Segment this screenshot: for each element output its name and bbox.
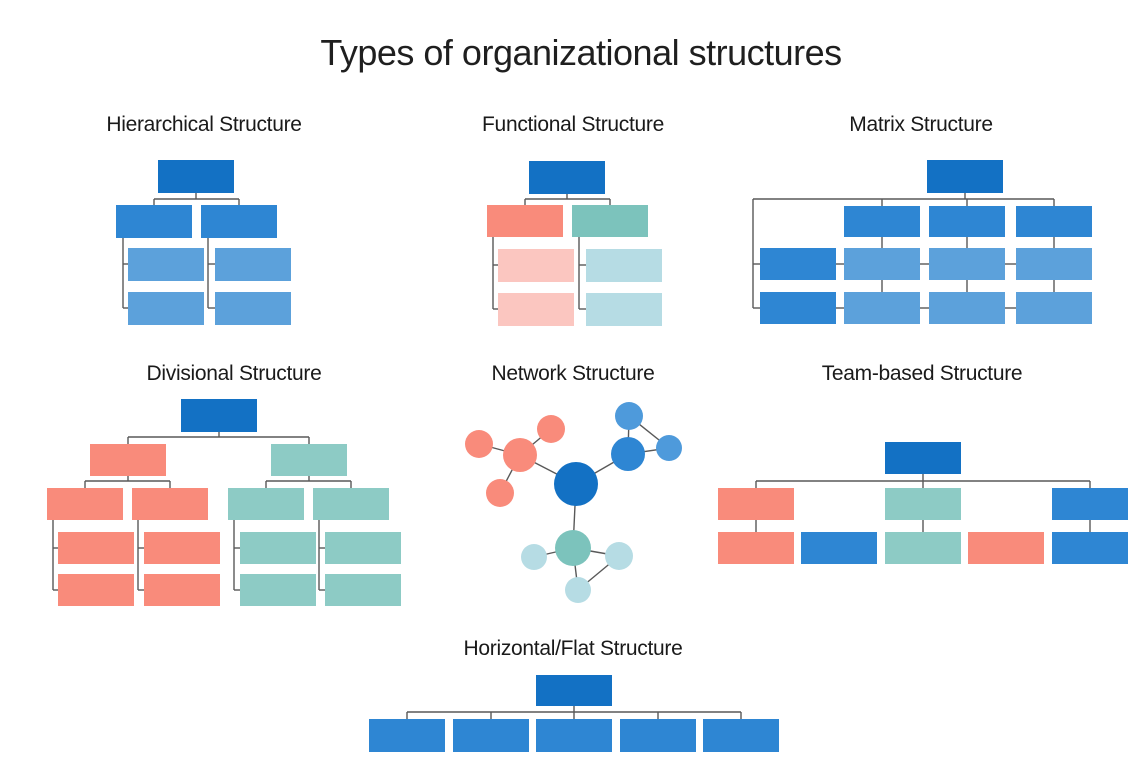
flat-box	[620, 719, 696, 752]
flat-box	[703, 719, 779, 752]
network-node-circle	[537, 415, 565, 443]
divisional-box	[271, 444, 347, 476]
hierarchical-box	[215, 248, 291, 281]
team-box	[885, 488, 961, 520]
team-box	[968, 532, 1044, 564]
flat-box	[536, 675, 612, 706]
label-divisional-structure: Divisional Structure	[146, 362, 322, 385]
matrix-box	[929, 248, 1005, 280]
matrix-box	[1016, 248, 1092, 280]
team-box	[885, 442, 961, 474]
matrix-box	[1016, 292, 1092, 324]
divisional-box	[181, 399, 257, 432]
matrix-box	[1016, 206, 1092, 237]
team-box	[718, 488, 794, 520]
network-node-circle	[486, 479, 514, 507]
matrix-box	[929, 206, 1005, 237]
divisional-box	[144, 532, 220, 564]
page-title: Types of organizational structures	[320, 32, 842, 73]
team-box	[801, 532, 877, 564]
label-network-structure: Network Structure	[491, 362, 655, 385]
matrix-box	[760, 248, 836, 280]
network-node-circle	[555, 530, 591, 566]
divisional-box	[58, 532, 134, 564]
divisional-box	[228, 488, 304, 520]
hierarchical-box	[128, 292, 204, 325]
network-node-circle	[565, 577, 591, 603]
functional-box	[529, 161, 605, 194]
hierarchical-box	[158, 160, 234, 193]
divisional-box	[325, 574, 401, 606]
network-node-circle	[656, 435, 682, 461]
label-functional-structure: Functional Structure	[482, 113, 664, 136]
divisional-box	[144, 574, 220, 606]
label-team-based-structure: Team-based Structure	[821, 362, 1023, 385]
divisional-box	[132, 488, 208, 520]
functional-box	[487, 205, 563, 237]
matrix-box	[844, 206, 920, 237]
label-horizontal-flat-structure: Horizontal/Flat Structure	[463, 637, 683, 660]
matrix-box	[929, 292, 1005, 324]
network-node-circle	[521, 544, 547, 570]
network-node-circle	[611, 437, 645, 471]
label-hierarchical-structure: Hierarchical Structure	[106, 113, 302, 136]
flat-box	[453, 719, 529, 752]
network-node-circle	[605, 542, 633, 570]
divisional-box	[47, 488, 123, 520]
label-matrix-structure: Matrix Structure	[849, 113, 993, 136]
team-box	[718, 532, 794, 564]
functional-box	[572, 205, 648, 237]
network-node-circle	[465, 430, 493, 458]
matrix-box	[844, 292, 920, 324]
hierarchical-box	[116, 205, 192, 238]
network-node-circle	[615, 402, 643, 430]
divisional-box	[90, 444, 166, 476]
divisional-box	[240, 574, 316, 606]
divisional-box	[240, 532, 316, 564]
team-box	[1052, 532, 1128, 564]
functional-box	[586, 293, 662, 326]
hierarchical-box	[201, 205, 277, 238]
matrix-box	[927, 160, 1003, 193]
network-node-circle	[554, 462, 598, 506]
hierarchical-box	[215, 292, 291, 325]
divisional-box	[313, 488, 389, 520]
divisional-box	[58, 574, 134, 606]
functional-box	[586, 249, 662, 282]
matrix-box	[844, 248, 920, 280]
team-box	[885, 532, 961, 564]
functional-box	[498, 249, 574, 282]
divisional-box	[325, 532, 401, 564]
flat-box	[536, 719, 612, 752]
team-box	[1052, 488, 1128, 520]
functional-box	[498, 293, 574, 326]
matrix-box	[760, 292, 836, 324]
network-node-circle	[503, 438, 537, 472]
flat-box	[369, 719, 445, 752]
hierarchical-box	[128, 248, 204, 281]
